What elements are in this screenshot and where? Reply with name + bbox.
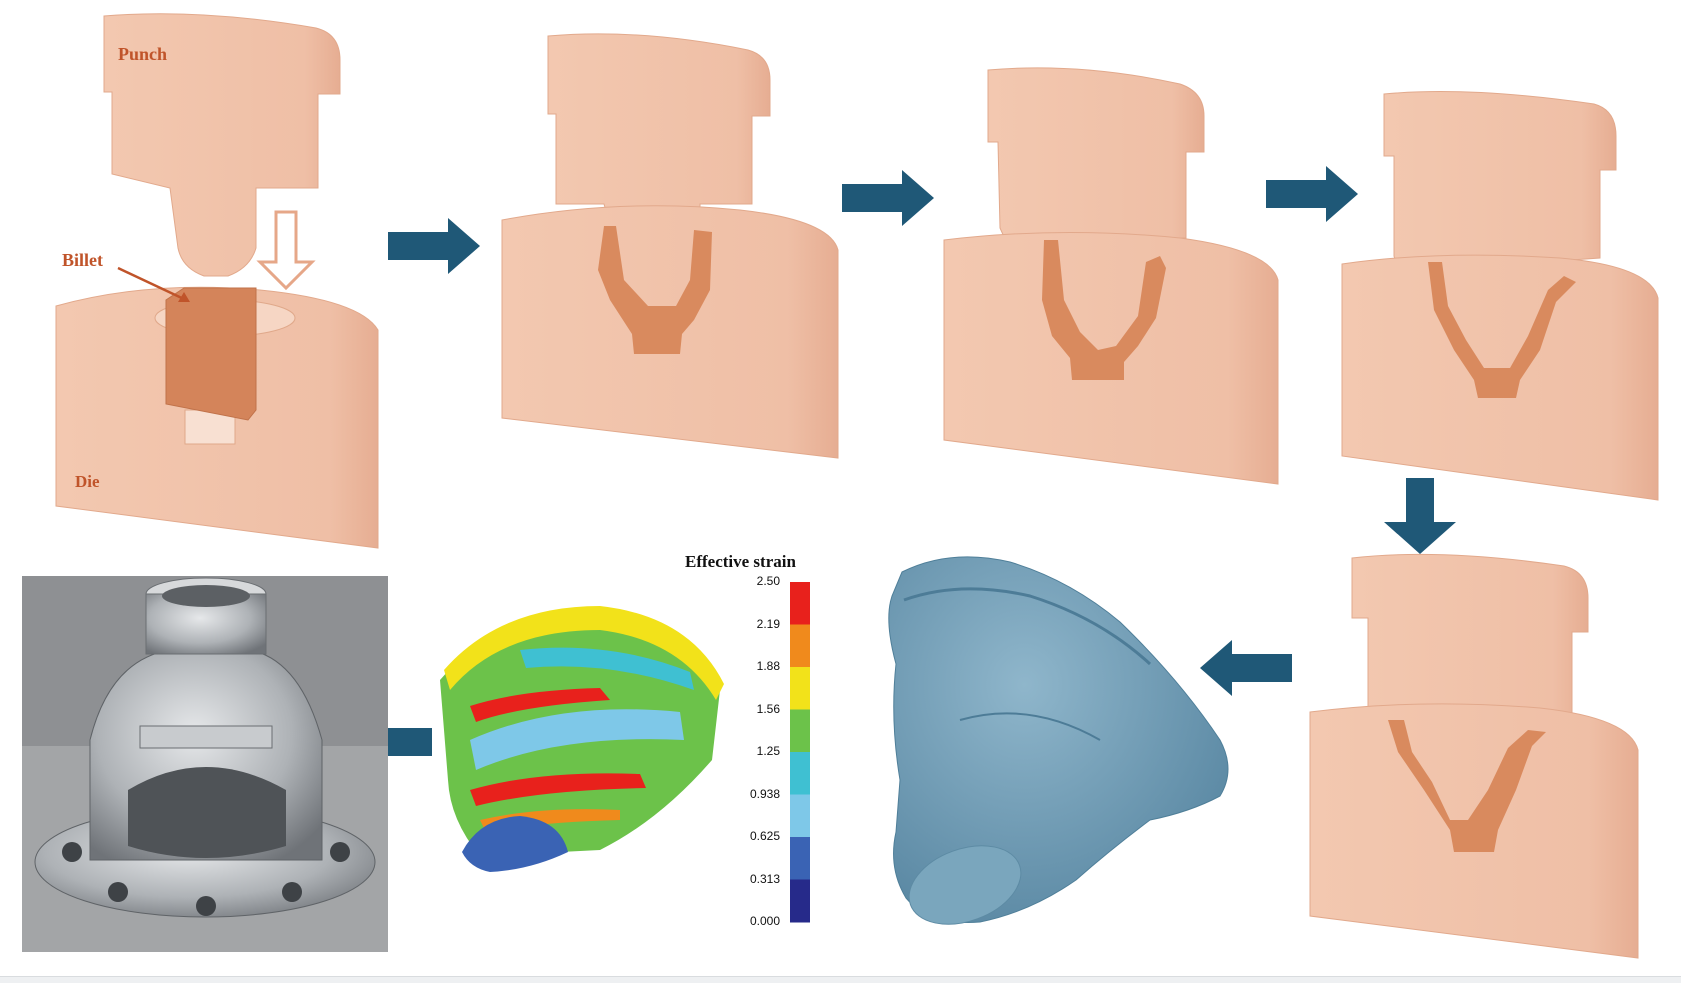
arrow-stage4-to-5 [1384,478,1456,554]
legend-tick-label: 2.19 [756,616,780,631]
legend-tick-label: 0.625 [749,829,780,843]
bolt-hole [108,882,128,902]
press-direction-arrow [256,210,316,291]
legend-color-segment [790,667,810,710]
legend-tick-label: 1.56 [756,701,780,716]
punch-label: Punch [118,44,168,64]
bolt-hole [62,842,82,862]
legend-color-segment [790,879,810,923]
punch-5 [1351,553,1589,729]
legend-tick-label: 0.000 [749,914,780,928]
legend-tick-label: 1.25 [756,744,780,758]
billet-pointer-head [178,292,190,302]
billet-3 [1042,240,1166,380]
stage-4 [1341,91,1659,501]
legend-tick-label: 1.88 [756,659,780,673]
stage-5 [1309,553,1639,959]
arrow-stage1-to-2 [388,218,480,274]
billet [165,287,257,421]
legend-color-segment [790,582,810,625]
billet-5 [1388,720,1546,852]
legend-title: Effective strain [685,552,796,571]
legend-tick-label: 0.313 [749,871,780,886]
bolt-hole [196,896,216,916]
bottom-divider [0,976,1681,983]
legend-color-segment [790,752,810,795]
process-arrows [340,166,1456,770]
part-top-bore [162,585,250,607]
bolt-hole [330,842,350,862]
punch-1 [103,13,341,277]
legend-tick-label: 0.938 [749,786,780,801]
legend-tick-label: 2.50 [756,574,780,588]
effective-strain-plot [440,606,724,872]
part-bridge [139,725,273,749]
punch-4 [1383,91,1617,277]
punch-3 [987,67,1205,251]
strain-legend-bar [790,582,810,923]
stage-3 [943,67,1279,485]
billet-pointer-line [117,266,187,302]
part-window [128,767,286,858]
legend-color-segment [790,624,810,668]
stage-2 [501,33,839,459]
machined-part-photo [22,576,388,952]
legend-color-segment [790,837,810,880]
die-label: Die [75,472,100,491]
arrow-stage3-to-4 [1266,166,1358,222]
billet-label: Billet [62,250,103,270]
forged-part-3d [888,556,1229,925]
arrow-stage5-to-part [1200,640,1292,696]
legend-color-segment [790,794,810,838]
bolt-hole [282,882,302,902]
billet-2 [598,226,712,354]
arrow-stage2-to-3 [842,170,934,226]
stage-1-setup [55,13,379,549]
legend-color-segment [790,709,810,753]
billet-4 [1428,262,1576,398]
